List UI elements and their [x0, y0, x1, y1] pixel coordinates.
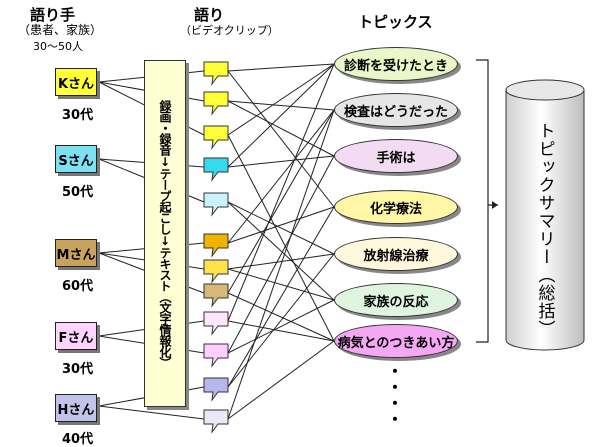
connection-line: [227, 155, 335, 354]
narrator-box-m: Mさん: [55, 239, 97, 267]
video-clip: [203, 311, 229, 336]
video-clip: [203, 233, 229, 258]
topic-diagnosis: 診断を受けたとき: [334, 47, 458, 81]
narrator-age-m: 60代: [62, 279, 94, 294]
topic-radiation: 放射線治療: [334, 237, 458, 271]
connection-lines: [98, 63, 335, 420]
video-clip: [203, 157, 229, 182]
connection-line: [227, 109, 335, 420]
topics-header: トピックス: [358, 13, 433, 31]
process-column: 録画・録音↓テープ起こし↓テキスト（文字情報化）: [144, 60, 186, 407]
video-clip: [203, 61, 229, 86]
video-clip: [203, 259, 229, 284]
connection-line: [227, 253, 335, 270]
narrator-age-s: 50代: [62, 185, 94, 200]
narrator-age-h: 40代: [62, 432, 94, 447]
connection-line: [227, 109, 335, 244]
video-clip: [203, 409, 229, 434]
connection-line: [227, 134, 335, 342]
connection-line: [227, 63, 335, 72]
narrator-box-s: Sさん: [55, 145, 97, 173]
connection-line: [227, 63, 335, 168]
connection-line: [227, 63, 335, 322]
connection-line: [227, 155, 335, 168]
connection-line: [227, 320, 335, 342]
connection-line: [227, 63, 335, 136]
topic-surgery: 手術は: [334, 139, 458, 173]
clips-header: 語り: [194, 6, 225, 24]
narrators-count: 30〜50人: [33, 40, 83, 53]
topic-chemotherapy: 化学療法: [334, 190, 458, 224]
video-clip: [203, 377, 229, 402]
topic-living-with-illness: 病気とのつきあい方: [334, 324, 458, 358]
connection-line: [227, 268, 335, 301]
summary-cylinder: [505, 79, 585, 351]
topics-bracket: [476, 59, 498, 343]
narrators-header: 語り手: [30, 6, 76, 24]
connection-line: [227, 206, 335, 388]
bracket-arrow: [492, 201, 498, 209]
video-clip: [203, 125, 229, 150]
narrators-subheader: （患者、家族）: [18, 23, 103, 37]
connection-line: [227, 100, 335, 157]
topic-family-reaction: 家族の反応: [334, 283, 458, 317]
connection-line: [227, 70, 335, 208]
connection-line: [227, 206, 335, 244]
video-clips: [203, 61, 229, 434]
process-text: 録画・録音↓テープ起こし↓テキスト（文字情報化）: [158, 99, 172, 368]
video-clip: [203, 192, 229, 217]
connection-line: [98, 405, 205, 420]
connection-line: [227, 201, 335, 255]
narrator-box-f: Fさん: [55, 322, 97, 350]
connection-line: [227, 201, 335, 301]
narrator-age-k: 30代: [62, 108, 94, 123]
connection-line: [227, 253, 335, 388]
connection-line: [227, 100, 335, 111]
more-topics-ellipsis: ・・・・: [384, 363, 403, 427]
connection-line: [227, 292, 335, 342]
video-clip: [203, 283, 229, 308]
topic-summary-label: トピックサマリー（総括）: [534, 122, 555, 338]
narrator-age-f: 30代: [62, 362, 94, 377]
connection-line: [227, 299, 335, 354]
narrator-box-k: Kさん: [55, 68, 97, 96]
video-clip: [203, 91, 229, 116]
narrator-box-h: Hさん: [55, 394, 97, 422]
video-clip: [203, 343, 229, 368]
clips-subheader: （ビデオクリップ）: [180, 24, 279, 37]
connection-line: [227, 109, 335, 294]
connection-line: [227, 340, 335, 420]
topic-examination: 検査はどうだった: [334, 93, 458, 127]
